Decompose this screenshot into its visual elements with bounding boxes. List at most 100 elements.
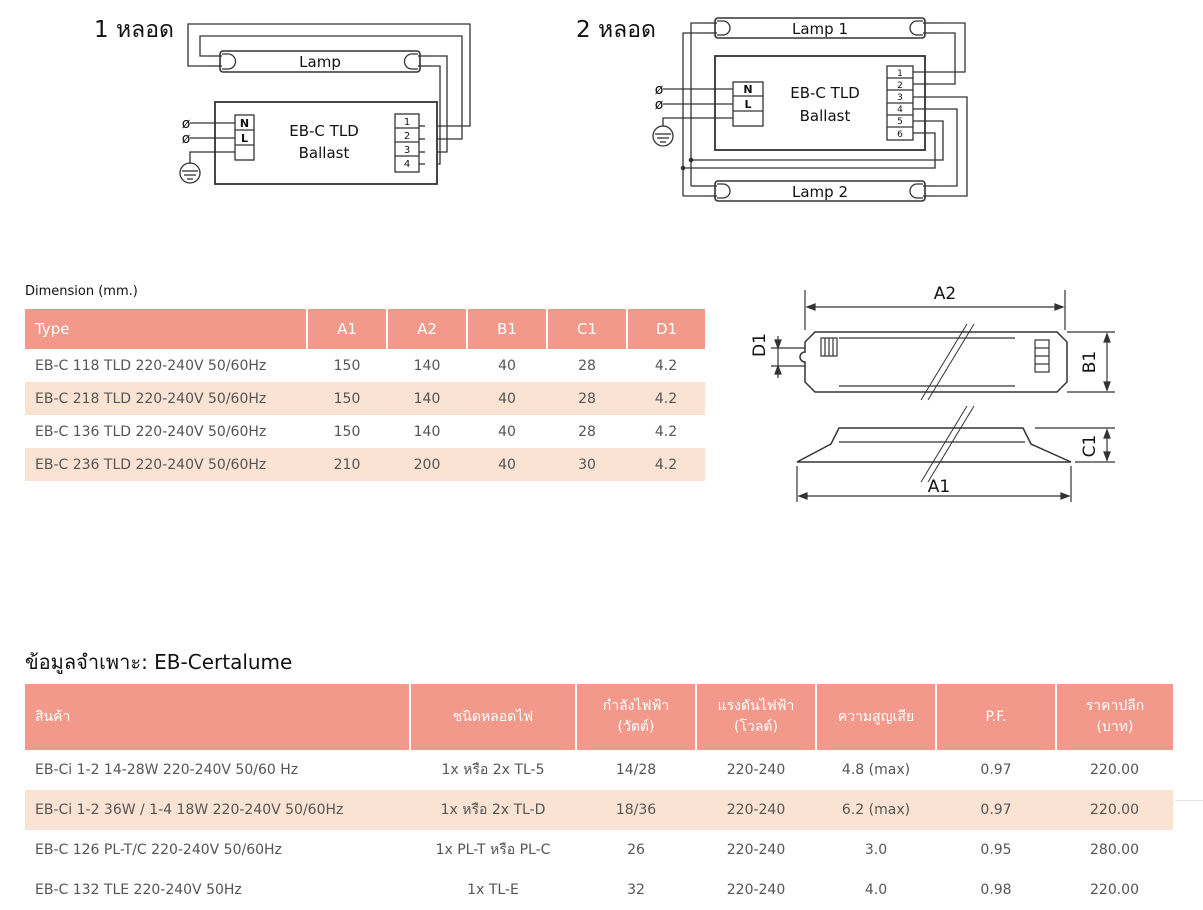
dim-cell: 140 xyxy=(413,357,441,374)
spec-cell: 220-240 xyxy=(726,842,786,858)
two-lamp-title: 2 หลอด xyxy=(576,17,656,43)
spec-header-price: ราคาปลีก(บาท) xyxy=(1055,684,1173,750)
dim-cell: 4.2 xyxy=(627,448,705,481)
two-lamp-lamp2-label: Lamp 2 xyxy=(792,183,848,201)
dim-cell: EB-C 218 TLD 220-240V 50/60Hz xyxy=(25,382,307,415)
dim-label-b1: B1 xyxy=(1080,351,1100,373)
two-lamp-pin-3: 3 xyxy=(897,93,903,103)
one-lamp-pin-4: 4 xyxy=(404,159,410,170)
two-lamp-ballast-line1: EB-C TLD xyxy=(790,84,860,102)
table-row: EB-C 132 TLE 220-240V 50Hz 1x TL-E 32 22… xyxy=(25,870,1173,910)
one-lamp-ballast-line1: EB-C TLD xyxy=(289,122,359,140)
dim-cell: 40 xyxy=(498,357,516,374)
spec-cell: 220.00 xyxy=(1090,882,1139,898)
dim-label-a2: A2 xyxy=(934,284,956,304)
table-row: EB-C 118 TLD 220-240V 50/60Hz 150 140 40… xyxy=(25,349,705,382)
dim-label-a1: A1 xyxy=(928,477,950,497)
two-lamp-pin-6: 6 xyxy=(897,130,903,140)
one-lamp-terminal-n: N xyxy=(240,117,249,130)
two-lamp-pin-4: 4 xyxy=(897,105,903,115)
dim-cell: 210 xyxy=(307,448,387,481)
spec-cell: 220-240 xyxy=(696,790,816,830)
spec-cell: 1x หรือ 2x TL-5 xyxy=(441,762,545,778)
two-lamp-pin-5: 5 xyxy=(897,117,903,127)
spec-cell: EB-Ci 1-2 14-28W 220-240V 50/60 Hz xyxy=(35,762,299,778)
spec-cell: 0.97 xyxy=(980,762,1012,778)
two-lamp-pin-2: 2 xyxy=(897,81,903,91)
spec-cell: 4.0 xyxy=(864,882,888,898)
dim-label-d1: D1 xyxy=(750,333,770,357)
divider xyxy=(1175,800,1203,801)
two-lamp-terminal-n: N xyxy=(743,83,752,96)
table-row: EB-C 126 PL-T/C 220-240V 50/60Hz 1x PL-T… xyxy=(25,830,1173,870)
dim-cell: 140 xyxy=(413,423,441,440)
spec-cell: 3.0 xyxy=(864,842,888,858)
dim-cell: 4.2 xyxy=(654,423,678,440)
spec-cell: 1x PL-T หรือ PL-C xyxy=(435,842,551,858)
spec-cell: 220-240 xyxy=(726,882,786,898)
spec-cell: 32 xyxy=(627,882,645,898)
spec-cell: 220.00 xyxy=(1090,762,1139,778)
table-row: EB-Ci 1-2 14-28W 220-240V 50/60 Hz 1x หร… xyxy=(25,750,1173,790)
one-lamp-terminal-l: L xyxy=(241,132,248,145)
dim-header-c1: C1 xyxy=(546,309,627,349)
table-row: EB-C 236 TLD 220-240V 50/60Hz 210 200 40… xyxy=(25,448,705,481)
dim-cell: 40 xyxy=(467,448,547,481)
dim-cell: 150 xyxy=(307,382,387,415)
spec-cell: 220-240 xyxy=(726,762,786,778)
one-lamp-pin-2: 2 xyxy=(404,131,410,142)
dim-header-type: Type xyxy=(25,309,307,349)
spec-header-power: กำลังไฟฟ้า(วัตต์) xyxy=(575,684,696,750)
spec-cell: 1x TL-E xyxy=(467,882,519,898)
spec-header-row: สินค้า ชนิดหลอดไฟ กำลังไฟฟ้า(วัตต์) แรงด… xyxy=(25,684,1173,750)
spec-cell: 220.00 xyxy=(1056,790,1173,830)
spec-title: ข้อมูลจำเพาะ: EB-Certalume xyxy=(25,650,293,674)
dim-cell: 150 xyxy=(333,357,361,374)
spec-cell: 6.2 (max) xyxy=(816,790,936,830)
spec-header-pf: P.F. xyxy=(935,684,1056,750)
dim-cell: 140 xyxy=(387,382,467,415)
dim-cell: 28 xyxy=(547,382,627,415)
dimension-caption: Dimension (mm.) xyxy=(25,284,138,299)
dim-header-b1: B1 xyxy=(466,309,547,349)
two-lamp-terminal-l: L xyxy=(744,98,751,111)
one-lamp-pin-3: 3 xyxy=(404,145,410,156)
dim-cell: EB-C 118 TLD 220-240V 50/60Hz xyxy=(35,357,267,374)
dim-cell: 4.2 xyxy=(627,382,705,415)
dim-cell: EB-C 236 TLD 220-240V 50/60Hz xyxy=(25,448,307,481)
spec-cell: 0.95 xyxy=(980,842,1012,858)
dimension-table: Type A1 A2 B1 C1 D1 EB-C 118 TLD 220-240… xyxy=(25,309,705,481)
phase-symbol-icon: ø xyxy=(655,82,664,98)
spec-header-product: สินค้า xyxy=(25,684,410,750)
dim-cell: 28 xyxy=(578,357,596,374)
one-lamp-lamp-label: Lamp xyxy=(299,53,341,71)
spec-cell: 0.98 xyxy=(980,882,1012,898)
one-lamp-ballast-line2: Ballast xyxy=(299,144,350,162)
table-row: EB-Ci 1-2 36W / 1-4 18W 220-240V 50/60Hz… xyxy=(25,790,1173,830)
dim-header-a2: A2 xyxy=(386,309,467,349)
dim-header-a1: A1 xyxy=(306,309,387,349)
table-row: EB-C 136 TLD 220-240V 50/60Hz 150 140 40… xyxy=(25,415,705,448)
one-lamp-title: 1 หลอด xyxy=(94,17,174,43)
spec-cell: EB-C 126 PL-T/C 220-240V 50/60Hz xyxy=(35,842,282,858)
spec-header-lamp-type: ชนิดหลอดไฟ xyxy=(409,684,576,750)
dimension-header-row: Type A1 A2 B1 C1 D1 xyxy=(25,309,705,349)
spec-cell: 0.97 xyxy=(936,790,1056,830)
dim-cell: EB-C 136 TLD 220-240V 50/60Hz xyxy=(35,423,267,440)
spec-cell: 4.8 (max) xyxy=(841,762,911,778)
spec-cell: EB-Ci 1-2 36W / 1-4 18W 220-240V 50/60Hz xyxy=(25,790,410,830)
two-lamp-ballast-line2: Ballast xyxy=(800,107,851,125)
phase-symbol-icon: ø xyxy=(655,97,664,113)
spec-cell: 280.00 xyxy=(1090,842,1139,858)
two-lamp-wiring-diagram: Lamp 1 Lamp 2 EB-C TLD Ballast N L 1 2 3… xyxy=(652,17,968,202)
dim-cell: 4.2 xyxy=(654,357,678,374)
ballast-dimension-drawing: A2 A1 B1 C1 D1 xyxy=(750,284,1115,502)
one-lamp-pin-1: 1 xyxy=(404,117,410,128)
dim-cell: 200 xyxy=(387,448,467,481)
spec-cell: 26 xyxy=(627,842,645,858)
dim-label-c1: C1 xyxy=(1080,435,1100,458)
dim-cell: 40 xyxy=(467,382,547,415)
dim-header-d1: D1 xyxy=(626,309,705,349)
spec-header-loss: ความสูญเสีย xyxy=(815,684,936,750)
spec-cell: 14/28 xyxy=(615,762,657,778)
